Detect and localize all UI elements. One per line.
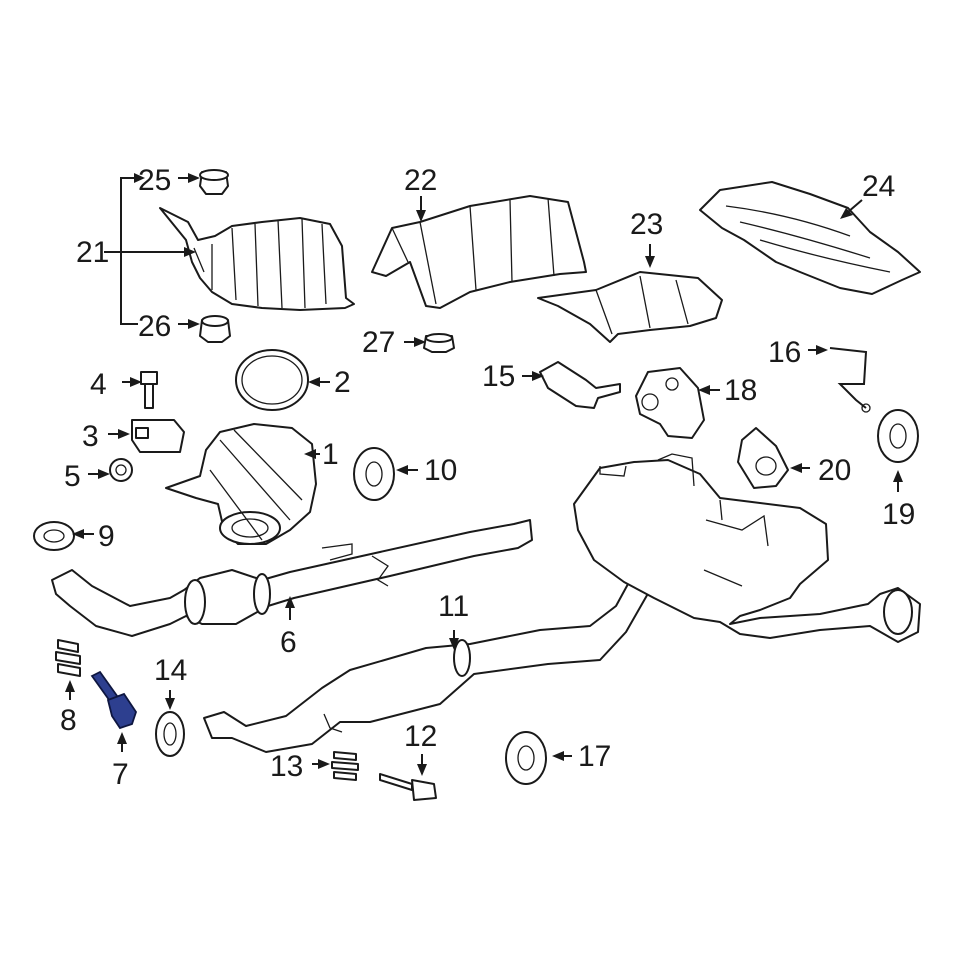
bracket-15[interactable] <box>539 361 621 409</box>
bracket-3[interactable] <box>131 419 185 453</box>
label-13: 13 <box>270 750 303 783</box>
label-1: 1 <box>322 438 339 471</box>
label-15: 15 <box>482 360 515 393</box>
label-14: 14 <box>154 654 187 687</box>
label-10: 10 <box>424 454 457 487</box>
label-9: 9 <box>98 520 115 553</box>
gasket-9[interactable] <box>33 521 75 551</box>
label-7: 7 <box>112 758 129 791</box>
label-17: 17 <box>578 740 611 773</box>
label-12: 12 <box>404 720 437 753</box>
bolt-4[interactable] <box>140 371 158 409</box>
catalytic-converter-1[interactable] <box>165 423 317 545</box>
hanger-19[interactable] <box>877 409 919 463</box>
label-3: 3 <box>82 420 99 453</box>
heat-shield-21[interactable] <box>159 207 355 311</box>
gasket-14[interactable] <box>155 711 185 757</box>
spring-8[interactable] <box>55 639 81 677</box>
callout-labels: 1 2 3 4 5 6 7 8 9 10 11 12 13 14 15 16 1… <box>60 164 915 791</box>
clip-25[interactable] <box>199 169 229 195</box>
label-4: 4 <box>90 368 107 401</box>
hanger-rod-16[interactable] <box>829 347 871 413</box>
label-5: 5 <box>64 460 81 493</box>
group-bracket-21 <box>104 177 185 325</box>
label-2: 2 <box>334 366 351 399</box>
front-pipe-6[interactable] <box>51 519 533 637</box>
heat-shield-23[interactable] <box>537 271 723 343</box>
label-11: 11 <box>438 590 469 623</box>
label-27: 27 <box>362 326 395 359</box>
hanger-17[interactable] <box>505 731 547 785</box>
clip-26[interactable] <box>199 315 231 343</box>
label-6: 6 <box>280 626 297 659</box>
bolt-12[interactable] <box>379 773 437 801</box>
label-21: 21 <box>76 236 109 269</box>
hanger-10[interactable] <box>353 447 395 501</box>
bracket-20[interactable] <box>737 427 789 489</box>
label-26: 26 <box>138 310 171 343</box>
label-8: 8 <box>60 704 77 737</box>
bolt-7-highlighted[interactable] <box>90 670 137 730</box>
muffler[interactable] <box>573 453 921 643</box>
heat-shield-24[interactable] <box>699 181 921 295</box>
label-16: 16 <box>768 336 801 369</box>
heat-shield-22[interactable] <box>371 195 587 309</box>
label-20: 20 <box>818 454 851 487</box>
clip-27[interactable] <box>423 333 455 353</box>
label-18: 18 <box>724 374 757 407</box>
label-23: 23 <box>630 208 663 241</box>
label-25: 25 <box>138 164 171 197</box>
label-22: 22 <box>404 164 437 197</box>
label-24: 24 <box>862 170 895 203</box>
label-19: 19 <box>882 498 915 531</box>
nut-5[interactable] <box>109 458 133 482</box>
hanger-18[interactable] <box>635 367 705 439</box>
spring-13[interactable] <box>331 751 359 781</box>
gasket-2[interactable] <box>235 349 309 411</box>
